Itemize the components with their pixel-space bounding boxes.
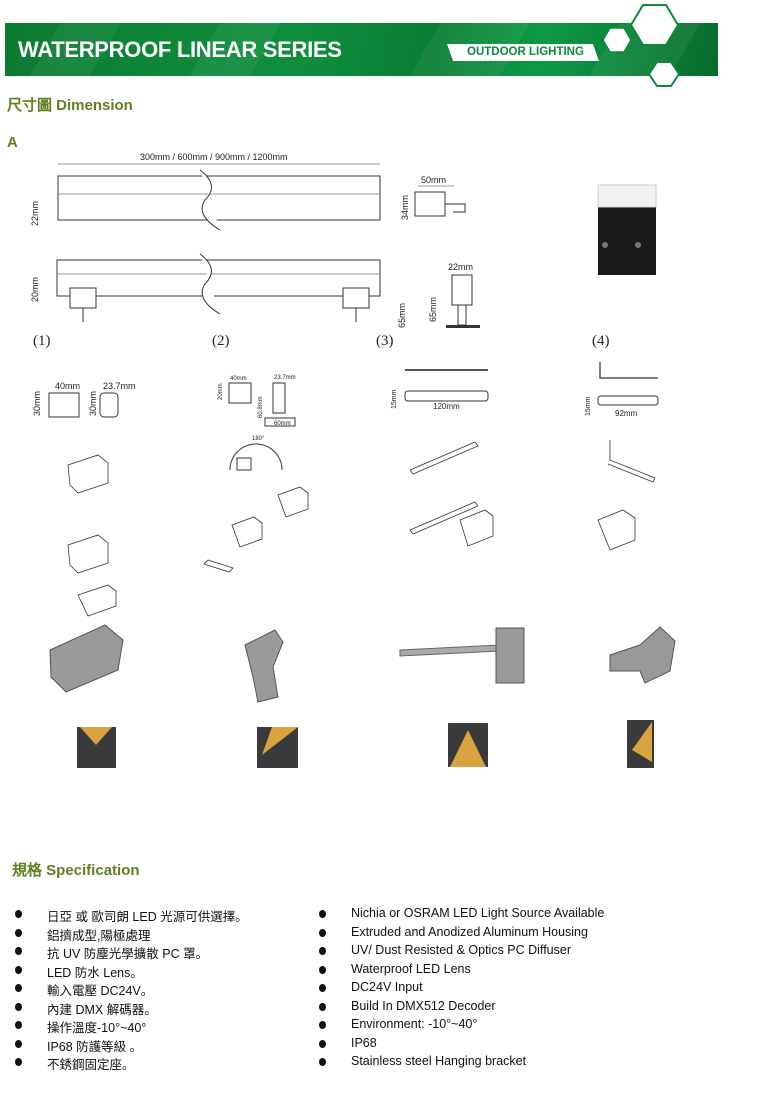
svg-text:92mm: 92mm	[615, 409, 638, 418]
svg-text:65mm: 65mm	[428, 297, 438, 322]
section-a-label: A	[7, 134, 18, 151]
svg-text:300mm / 600mm / 900mm / 1200mm: 300mm / 600mm / 900mm / 1200mm	[140, 152, 288, 162]
svg-text:60mm: 60mm	[274, 421, 291, 427]
svg-text:180°: 180°	[252, 436, 265, 442]
svg-text:15mm: 15mm	[391, 389, 398, 409]
header-banner: WATERPROOF LINEAR SERIES	[5, 23, 718, 76]
assembly-sketches	[67, 440, 656, 617]
option-4-label: (4)	[592, 333, 610, 349]
svg-text:30mm: 30mm	[32, 391, 42, 416]
option-2-label: (2)	[212, 333, 230, 349]
svg-text:60.8mm: 60.8mm	[258, 396, 264, 418]
bracket-2-dims: 40mm 20mm 23.7mm 60.8mm 60mm 180°	[218, 375, 296, 471]
tag-label: OUTDOOR LIGHTING	[467, 46, 584, 58]
dimension-heading: 尺寸圖 Dimension	[7, 97, 133, 114]
bracket-4-dims: 15mm 92mm	[585, 362, 659, 418]
svg-text:34mm: 34mm	[400, 195, 410, 220]
svg-text:20mm: 20mm	[218, 383, 224, 400]
bracket-3-dims: 15mm 120mm	[391, 369, 489, 411]
option-3-label: (3)	[376, 333, 394, 349]
hexagon-decoration	[602, 4, 681, 87]
specification-heading: 規格 Specification	[12, 862, 140, 879]
option-1-label: (1)	[33, 333, 51, 349]
svg-text:120mm: 120mm	[433, 402, 460, 411]
svg-text:50mm: 50mm	[421, 175, 446, 185]
svg-text:65mm: 65mm	[397, 303, 407, 328]
series-title: WATERPROOF LINEAR SERIES	[18, 37, 342, 62]
dimension-drawings: 300mm / 600mm / 900mm / 1200mm 22mm 20mm…	[30, 152, 676, 768]
profile-drawing-top: 300mm / 600mm / 900mm / 1200mm 22mm 20mm	[30, 152, 381, 322]
beam-illustrations	[77, 720, 654, 768]
svg-text:40mm: 40mm	[55, 381, 80, 391]
svg-text:40mm: 40mm	[230, 376, 247, 382]
product-photo	[597, 184, 657, 275]
outdoor-lighting-tag: OUTDOOR LIGHTING	[447, 44, 599, 61]
bracket-photos	[49, 624, 676, 703]
bracket-1-dims: 40mm 30mm 23.7mm 30mm	[32, 381, 136, 418]
svg-text:30mm: 30mm	[88, 391, 98, 416]
side-view-drawing: 50mm 34mm 22mm 65mm 65mm	[397, 175, 480, 328]
svg-text:22mm: 22mm	[448, 262, 473, 272]
svg-text:20mm: 20mm	[30, 277, 40, 302]
svg-text:23.7mm: 23.7mm	[103, 381, 136, 391]
svg-text:23.7mm: 23.7mm	[274, 375, 296, 381]
svg-text:15mm: 15mm	[585, 396, 592, 416]
svg-text:22mm: 22mm	[30, 201, 40, 226]
